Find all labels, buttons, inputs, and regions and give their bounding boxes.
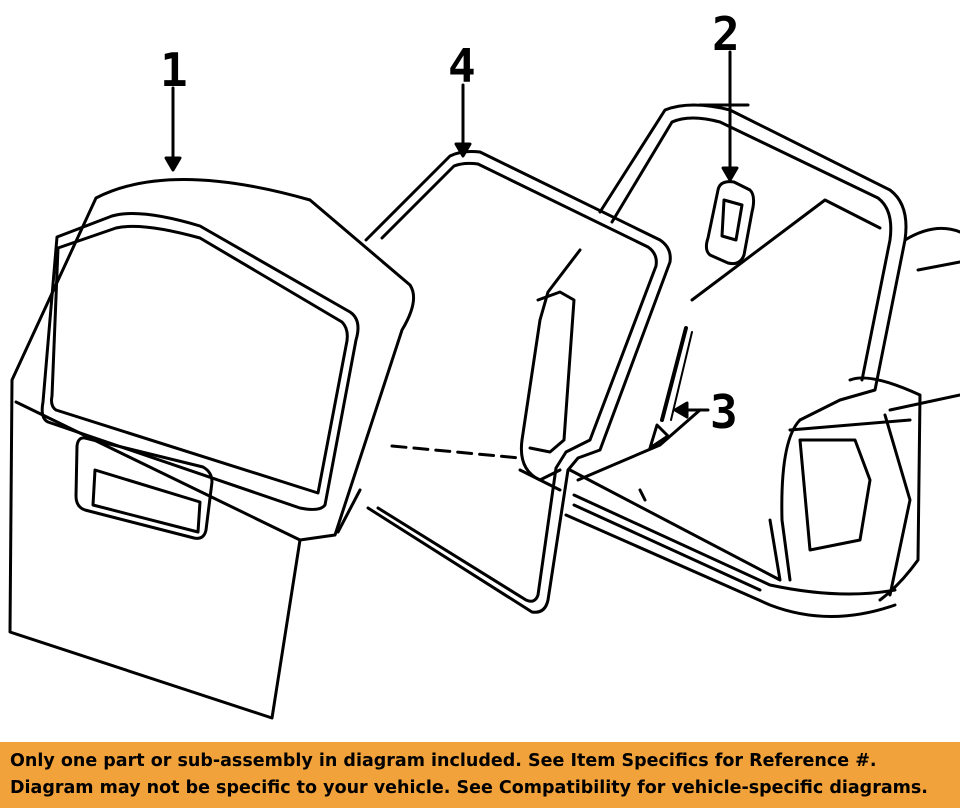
- arrow-2: [721, 166, 739, 182]
- arrow-3: [673, 401, 689, 419]
- weatherstrip-part: [364, 150, 672, 614]
- exploded-parts-diagram: 1 4 2 3: [8, 7, 960, 720]
- striker-part: [704, 180, 756, 266]
- callout-4: 4: [448, 39, 476, 93]
- callout-1: 1: [160, 43, 188, 97]
- support-strut-part: [648, 326, 693, 450]
- vehicle-body: [518, 103, 960, 618]
- disclaimer-line-1: Only one part or sub-assembly in diagram…: [10, 751, 877, 771]
- disclaimer-line-2: Diagram may not be specific to your vehi…: [10, 778, 928, 798]
- disclaimer-banner: Only one part or sub-assembly in diagram…: [0, 742, 960, 808]
- arrow-1: [164, 156, 182, 172]
- callout-3: 3: [710, 385, 738, 439]
- callout-2: 2: [712, 7, 740, 61]
- leader-lines: [164, 50, 750, 419]
- liftgate-part: [8, 178, 416, 720]
- arrow-4: [454, 142, 472, 158]
